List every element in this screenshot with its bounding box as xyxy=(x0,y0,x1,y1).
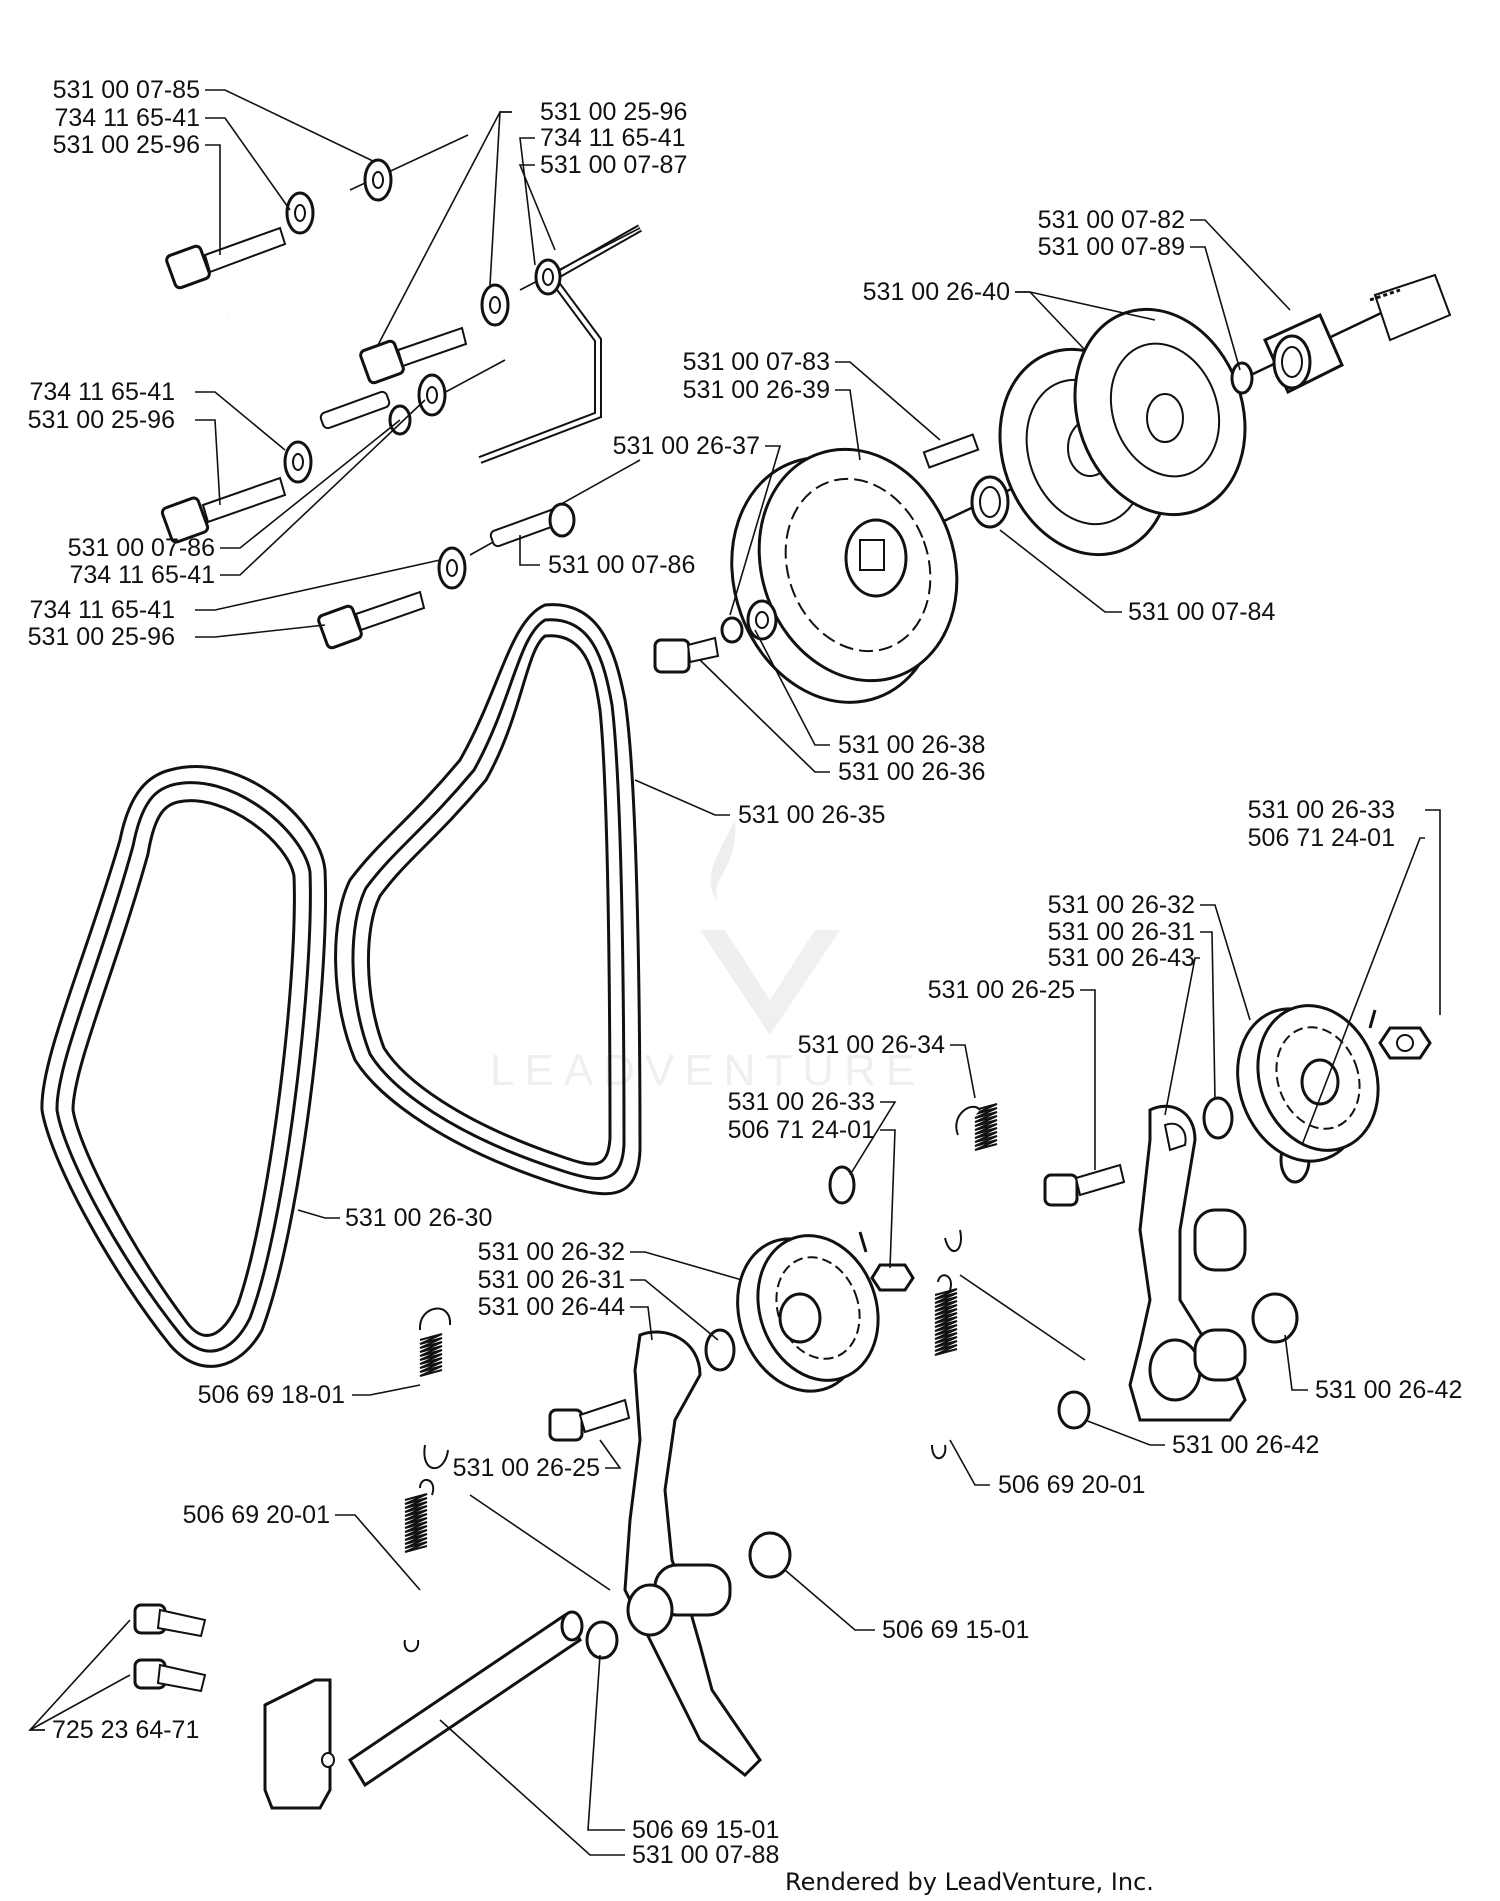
label-531-00-26-35: 531 00 26-35 xyxy=(738,801,885,829)
label-531-00-07-87: 531 00 07-87 xyxy=(540,151,687,179)
label-506-69-20-01-b: 506 69 20-01 xyxy=(183,1501,330,1529)
label-531-00-26-34: 531 00 26-34 xyxy=(798,1031,945,1059)
label-531-00-26-30: 531 00 26-30 xyxy=(345,1204,492,1232)
label-531-00-26-40: 531 00 26-40 xyxy=(863,278,1010,306)
label-531-00-26-25-a: 531 00 26-25 xyxy=(928,976,1075,1004)
label-531-00-26-39: 531 00 26-39 xyxy=(683,376,830,404)
label-531-00-26-38: 531 00 26-38 xyxy=(838,731,985,759)
label-531-00-25-96-b: 531 00 25-96 xyxy=(540,98,687,126)
label-531-00-07-86-a: 531 00 07-86 xyxy=(68,534,215,562)
label-531-00-07-83: 531 00 07-83 xyxy=(683,348,830,376)
label-531-00-26-32-b: 531 00 26-32 xyxy=(478,1238,625,1266)
watermark-text: LEADVENTURE xyxy=(490,1046,925,1095)
label-531-00-26-33-b: 531 00 26-33 xyxy=(728,1088,875,1116)
label-506-69-20-01-a: 506 69 20-01 xyxy=(998,1471,1145,1499)
label-531-00-26-31-b: 531 00 26-31 xyxy=(478,1266,625,1294)
right-idler-assembly xyxy=(959,1004,1432,1430)
label-734-11-65-41-e: 734 11 65-41 xyxy=(30,596,176,624)
label-531-00-25-96-a: 531 00 25-96 xyxy=(53,131,200,159)
label-734-11-65-41-b: 734 11 65-41 xyxy=(540,124,686,152)
spacer-and-keys xyxy=(653,313,1344,674)
label-531-00-26-37: 531 00 26-37 xyxy=(613,432,760,460)
label-506-69-18-01: 506 69 18-01 xyxy=(198,1381,345,1409)
pulley-531-00-26-39 xyxy=(730,447,959,704)
spring-506-69-20-01-left xyxy=(403,1479,435,1653)
label-531-00-26-42-a: 531 00 26-42 xyxy=(1315,1376,1462,1404)
label-531-00-26-43: 531 00 26-43 xyxy=(1048,944,1195,972)
label-531-00-07-89: 531 00 07-89 xyxy=(1038,233,1185,261)
label-734-11-65-41-a: 734 11 65-41 xyxy=(55,104,201,132)
label-725-23-64-71: 725 23 64-71 xyxy=(52,1716,199,1744)
linkage-rods xyxy=(227,133,642,556)
label-531-00-26-32-a: 531 00 26-32 xyxy=(1048,891,1195,919)
label-506-71-24-01-b: 506 71 24-01 xyxy=(728,1116,875,1144)
belt-531-00-26-30 xyxy=(40,765,328,1368)
footer-credit: Rendered by LeadVenture, Inc. xyxy=(785,1868,1154,1896)
label-531-00-25-96-d: 531 00 25-96 xyxy=(28,623,175,651)
label-531-00-26-42-b: 531 00 26-42 xyxy=(1172,1431,1319,1459)
label-506-69-15-01-a: 506 69 15-01 xyxy=(882,1616,1029,1644)
spring-506-69-20-01-right xyxy=(931,1274,958,1460)
belt-531-00-26-35 xyxy=(334,603,642,1196)
label-531-00-07-88: 531 00 07-88 xyxy=(632,1841,779,1869)
label-531-00-26-25-b: 531 00 26-25 xyxy=(453,1454,600,1482)
leader-lines xyxy=(28,89,1441,1856)
label-531-00-26-36: 531 00 26-36 xyxy=(838,758,985,786)
spring-506-69-18-01 xyxy=(418,1307,452,1470)
pulley-531-00-26-40 xyxy=(998,307,1247,557)
label-531-00-07-84: 531 00 07-84 xyxy=(1128,598,1275,626)
label-531-00-07-85: 531 00 07-85 xyxy=(53,76,200,104)
watermark-logo: LEADVENTURE xyxy=(490,820,925,1095)
label-506-71-24-01-a: 506 71 24-01 xyxy=(1248,824,1395,852)
label-531-00-26-33-a: 531 00 26-33 xyxy=(1248,796,1395,824)
label-531-00-07-82: 531 00 07-82 xyxy=(1038,206,1185,234)
label-531-00-07-86-b: 531 00 07-86 xyxy=(548,551,695,579)
part-labels: 531 00 07-85 734 11 65-41 531 00 25-96 5… xyxy=(28,76,1463,1869)
bottom-bracket-shaft xyxy=(133,1603,584,1810)
label-531-00-26-44: 531 00 26-44 xyxy=(478,1293,625,1321)
label-531-00-25-96-c: 531 00 25-96 xyxy=(28,406,175,434)
center-idler-assembly xyxy=(469,1165,915,1777)
linkage-bolts xyxy=(160,226,468,650)
label-734-11-65-41-c: 734 11 65-41 xyxy=(30,378,176,406)
label-531-00-26-31-a: 531 00 26-31 xyxy=(1048,918,1195,946)
label-506-69-15-01-b: 506 69 15-01 xyxy=(632,1816,779,1844)
spring-531-00-26-34 xyxy=(944,1103,998,1252)
label-734-11-65-41-d: 734 11 65-41 xyxy=(70,561,216,589)
